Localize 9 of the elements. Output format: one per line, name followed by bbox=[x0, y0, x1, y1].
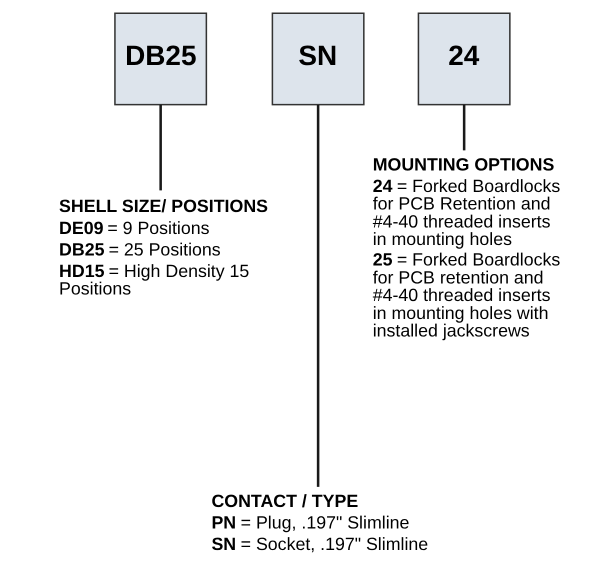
node-text: SHELL SIZE/ POSITIONS DE09 = 9 Positions DB25 = 25 Positions HD15 = High Density 15 Positions bbox=[59, 196, 268, 299]
node-text: MOUNTING OPTIONS 24 = Forked Boardlocks for PCB Retention and #4-40 threaded inserts in mounting holes 25 = Forked Boardlocks for PCB retention and #4-40 threaded inserts in mounting holes with installed jackscrews bbox=[372, 154, 560, 341]
connector bbox=[159, 104, 162, 190]
node-box: SN bbox=[272, 12, 365, 106]
node-box: DB25 bbox=[114, 12, 208, 106]
node-text: CONTACT / TYPE PN = Plug, .197" Slimline SN = Socket, .197" Slimline bbox=[211, 490, 428, 554]
connector bbox=[316, 105, 320, 487]
connector bbox=[462, 104, 466, 150]
node-box: 24 bbox=[418, 12, 511, 106]
